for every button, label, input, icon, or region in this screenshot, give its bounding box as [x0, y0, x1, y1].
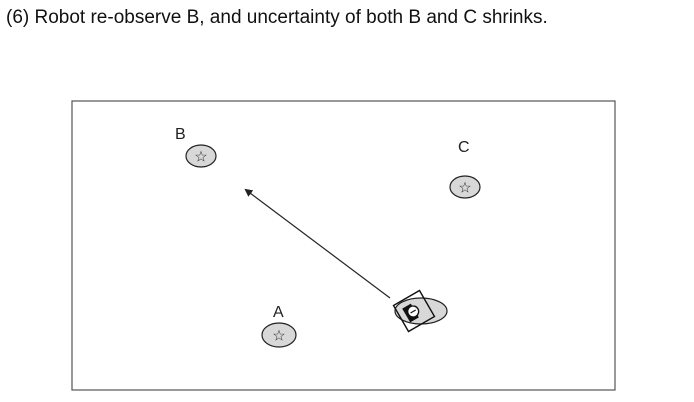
landmark-a-label: A [273, 304, 284, 321]
landmark-a-uncertainty-ellipse [261, 322, 297, 348]
landmark-c-label: C [458, 139, 470, 156]
star-icon: ☆ [272, 327, 285, 345]
landmark-c: C ☆ [449, 139, 481, 199]
landmark-b: B ☆ [175, 126, 217, 168]
observation-arrow [244, 188, 391, 299]
star-icon: ☆ [458, 179, 471, 197]
landmark-b-label: B [175, 126, 186, 143]
map-frame [71, 100, 616, 391]
landmark-c-uncertainty-ellipse [449, 175, 481, 199]
robot-icon [392, 289, 436, 333]
robot [392, 289, 448, 333]
figure-caption: (6) Robot re-observe B, and uncertainty … [6, 7, 548, 28]
landmark-a: A ☆ [261, 304, 297, 348]
robot-uncertainty-ellipse [394, 297, 448, 325]
landmark-b-uncertainty-ellipse [185, 144, 217, 168]
star-icon: ☆ [194, 148, 207, 166]
